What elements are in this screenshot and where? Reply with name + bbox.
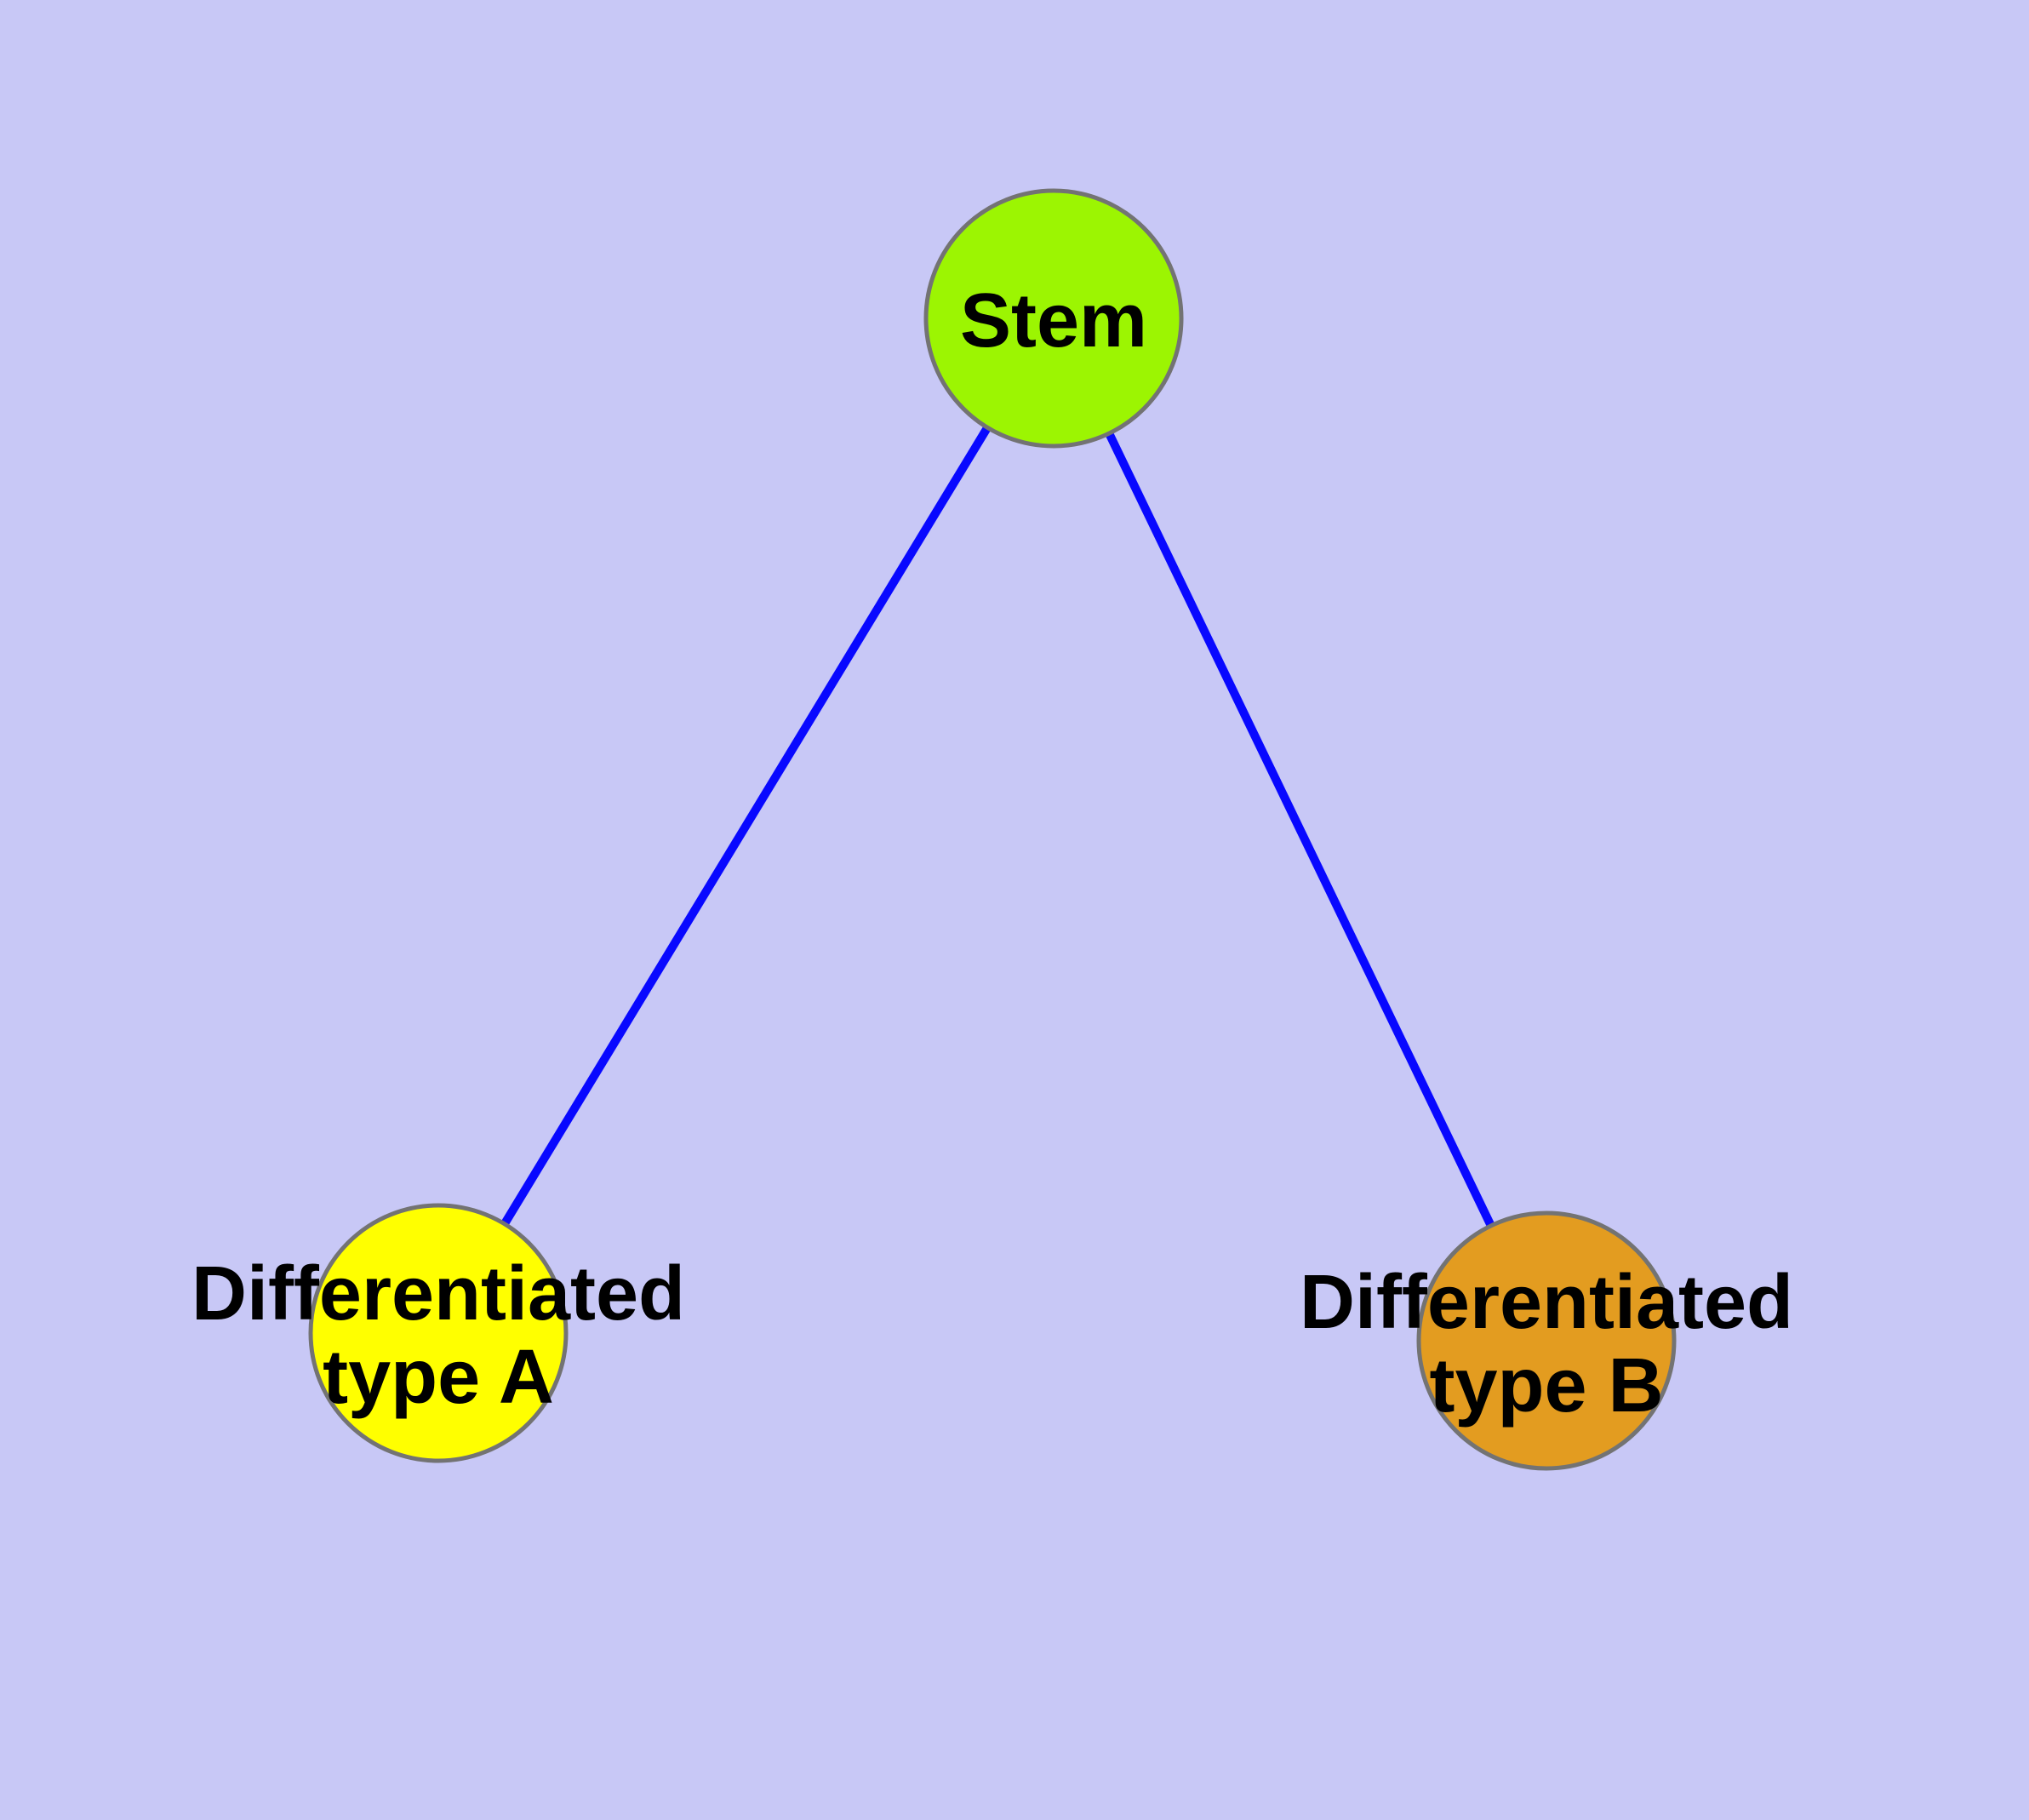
node-differentiated-type-b: Differentiated type B [1300, 1210, 1793, 1471]
node-type-a-circle [308, 1203, 569, 1463]
node-differentiated-type-a: Differentiated type A [191, 1203, 685, 1463]
node-type-b-label-line2: type B [1429, 1343, 1663, 1428]
node-type-a-label-line2: type A [323, 1335, 554, 1420]
node-stem: Stem [923, 188, 1184, 449]
edge-stem-to-type-b [1049, 316, 1551, 1343]
edge-stem-to-type-a [434, 316, 1058, 1336]
node-type-b-label-line1: Differentiated [1300, 1260, 1793, 1345]
node-stem-circle [923, 188, 1184, 449]
node-type-b-circle [1416, 1210, 1677, 1471]
node-stem-label: Stem [960, 278, 1147, 363]
node-type-a-label-line1: Differentiated [191, 1251, 685, 1336]
